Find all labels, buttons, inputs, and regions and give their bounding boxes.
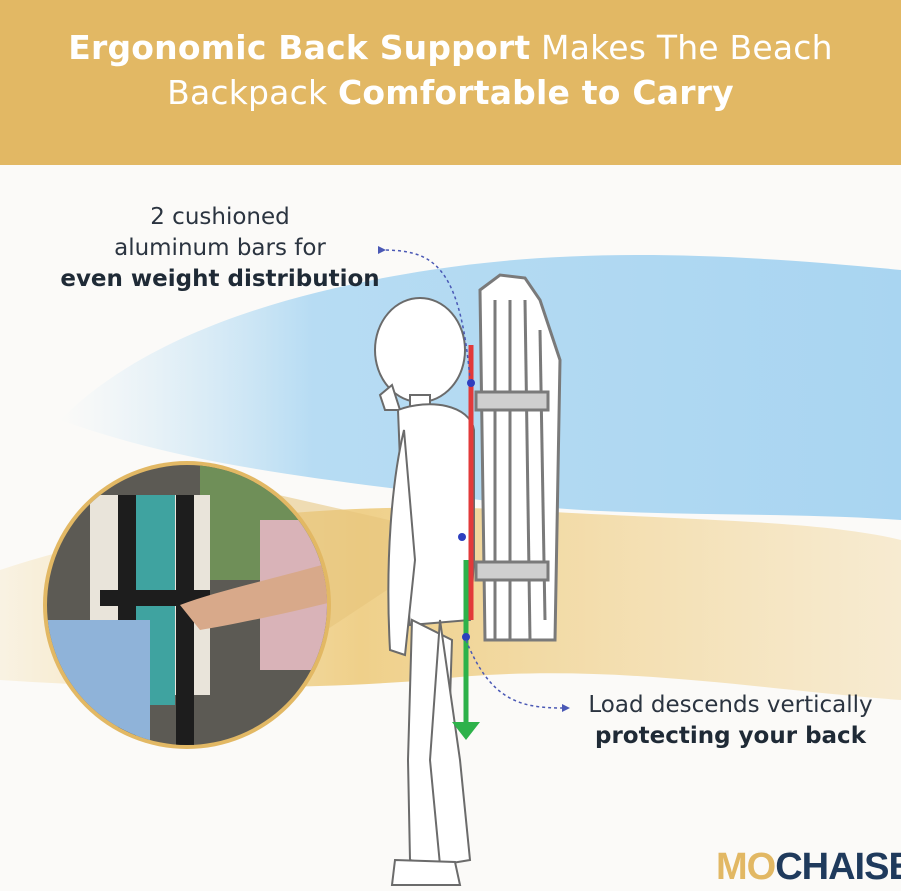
- torn-paper-edge: [0, 130, 901, 158]
- leader-bottom: [465, 639, 563, 709]
- callout-top-line-2: aluminum bars for: [114, 235, 326, 261]
- pointer-dot-top: [467, 379, 475, 387]
- illustration-area: [0, 246, 901, 886]
- leader-top-arrow: [378, 246, 386, 254]
- callout-load: Load descends vertically protecting your…: [560, 690, 901, 752]
- pointer-dot-bottom: [462, 633, 470, 641]
- callout-top-line-1: 2 cushioned: [150, 204, 290, 230]
- headline-rest-2: Backpack: [167, 73, 338, 112]
- headline-bold-2: Comfortable to Carry: [337, 73, 734, 112]
- folded-chair: [474, 273, 562, 642]
- headline-line-1: Ergonomic Back Support Makes The Beach: [0, 28, 901, 67]
- logo-part-2: CHAISE: [775, 846, 901, 888]
- headline-line-2: Backpack Comfortable to Carry: [0, 73, 901, 112]
- callout-bottom-line-1: Load descends vertically: [588, 692, 873, 718]
- callout-support-bars: 2 cushioned aluminum bars for even weigh…: [40, 202, 400, 295]
- load-arrow-head: [452, 722, 480, 740]
- person-outline: [374, 297, 475, 886]
- leader-bottom-arrow: [562, 704, 570, 712]
- headline-rest-1: Makes The Beach: [530, 28, 833, 67]
- callout-top-line-3: even weight distribution: [60, 266, 380, 292]
- brand-logo: MOCHAISE: [716, 846, 901, 891]
- pointer-dot-strap: [458, 533, 466, 541]
- callout-bottom-line-2: protecting your back: [595, 723, 866, 749]
- headline-bold-1: Ergonomic Back Support: [68, 28, 531, 67]
- logo-part-1: MO: [716, 846, 776, 888]
